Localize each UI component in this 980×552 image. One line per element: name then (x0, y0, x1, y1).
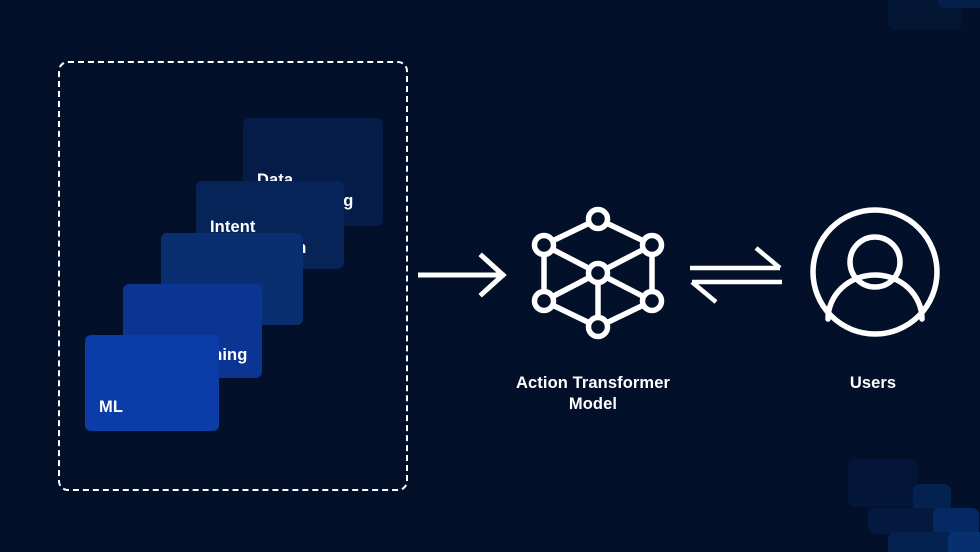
decoration-bottom-right-block-4 (933, 508, 979, 548)
card-ml-label: ML (99, 397, 124, 416)
decoration-bottom-right-block-2 (913, 484, 951, 524)
decoration-bottom-right-block-6 (948, 532, 980, 552)
decoration-bottom-right-block-5 (888, 532, 954, 552)
node-graph-icon (531, 206, 665, 340)
action-transformer-model-label: Action Transformer Model (516, 374, 670, 414)
decoration-bottom-right-block-3 (868, 508, 938, 534)
bidirectional-arrow-icon (690, 246, 782, 304)
decoration-top-right-block-1 (888, 0, 962, 30)
card-ml[interactable]: ML (85, 335, 219, 431)
arrow-right-icon (418, 252, 507, 298)
user-avatar-icon (810, 207, 940, 337)
capability-stack-region (58, 61, 408, 491)
decoration-top-right-block-2 (938, 0, 980, 8)
users-label: Users (849, 374, 897, 392)
decoration-bottom-right-block-1 (848, 459, 918, 507)
